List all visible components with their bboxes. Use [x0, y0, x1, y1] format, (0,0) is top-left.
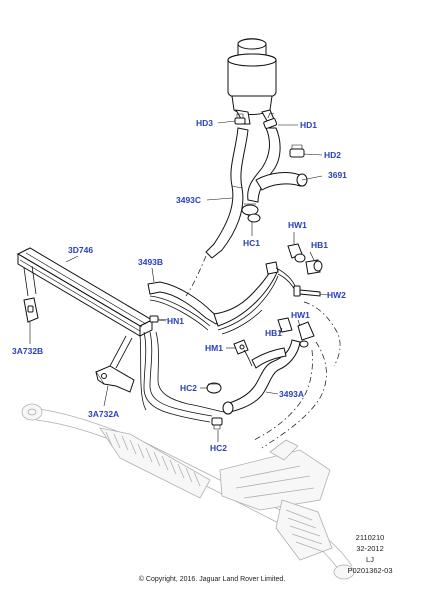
ref-line-4: P0201362-03	[347, 566, 392, 575]
hose-3493a	[222, 339, 301, 415]
ref-line-2: 32-2012	[356, 544, 384, 553]
clamp-hc1	[241, 203, 261, 223]
callout-labels: HD3 HD1 HD2 3691 3493C HC1 HW1 HB1 3D746…	[12, 118, 347, 453]
fitting-hb1-low	[277, 317, 293, 333]
bracket-3a732b	[23, 265, 39, 323]
label-hd3: HD3	[196, 118, 213, 128]
fitting-hb1-top	[305, 259, 323, 275]
clamp-hc2-a	[206, 382, 222, 394]
label-hw1-low: HW1	[291, 310, 310, 320]
copyright-notice: © Copyright, 2016. Jaguar Land Rover Lim…	[139, 575, 285, 583]
fluid-reservoir	[227, 38, 277, 127]
fitting-hw1-low	[297, 321, 315, 348]
label-hd1: HD1	[300, 120, 317, 130]
label-3d746: 3D746	[68, 245, 93, 255]
hose-3493b	[147, 261, 279, 335]
ref-line-1: 2110210	[356, 533, 385, 542]
label-hb1-low: HB1	[265, 328, 282, 338]
label-3493a: 3493A	[279, 389, 304, 399]
label-hc2-a: HC2	[180, 383, 197, 393]
bracket-3a732a	[95, 335, 135, 393]
label-hn1: HN1	[167, 316, 184, 326]
clamp-hd1	[263, 112, 278, 129]
leader-lines	[29, 120, 329, 442]
routing-centerlines	[185, 255, 341, 449]
cooler-return-lines	[139, 331, 225, 423]
label-hd2: HD2	[324, 150, 341, 160]
label-hm1: HM1	[205, 343, 223, 353]
nut-hn1	[149, 315, 169, 323]
steering-rack-ghost	[21, 403, 355, 580]
ref-line-3: LJ	[366, 555, 374, 564]
label-3a732b: 3A732B	[12, 346, 43, 356]
label-hc2-b: HC2	[210, 443, 227, 453]
fitting-hw1-top	[287, 243, 306, 263]
label-3493c: 3493C	[176, 195, 201, 205]
clamp-hd2	[289, 144, 305, 158]
label-hb1-top: HB1	[311, 240, 328, 250]
fitting-hm1	[233, 339, 249, 355]
hose-3493c	[205, 127, 249, 259]
oil-cooler-3d746	[16, 247, 154, 337]
drawing-reference: 2110210 32-2012 LJ P0201362-03	[347, 533, 392, 575]
hose-to-hw2	[275, 267, 321, 297]
label-hw2: HW2	[327, 290, 346, 300]
label-3493b: 3493B	[138, 257, 163, 267]
label-3691: 3691	[328, 170, 347, 180]
hose-3691	[247, 127, 308, 203]
label-hc1: HC1	[243, 238, 260, 248]
label-hw1-top: HW1	[288, 220, 307, 230]
label-3a732a: 3A732A	[88, 409, 119, 419]
clamp-hc2-b	[211, 417, 223, 430]
